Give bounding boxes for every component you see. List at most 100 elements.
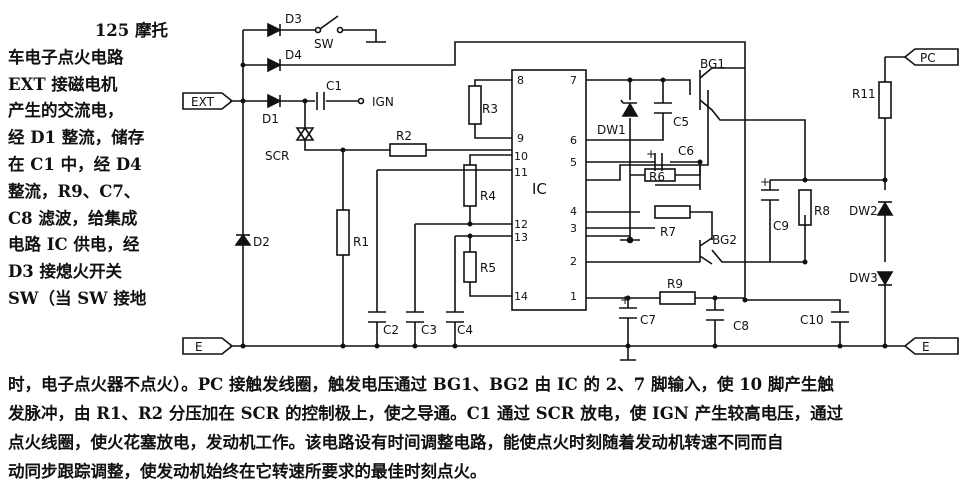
r7-label: R7	[660, 225, 676, 239]
e-right-terminal: E	[903, 337, 959, 355]
circuit-schematic: EXT E E PC D3 SW D4 D1 C1 IGN SCR	[182, 12, 959, 361]
c1-label: C1	[326, 79, 342, 93]
ext-terminal: EXT	[182, 92, 234, 110]
pin-6: 6	[570, 134, 577, 147]
side-line: C8 滤波，给集成	[8, 208, 138, 228]
capacitor-c5: C5	[654, 102, 689, 129]
pin-5: 5	[570, 156, 577, 169]
resistor-r3: R3	[468, 85, 498, 125]
side-line: 整流，R9、C7、	[8, 181, 141, 201]
r9-label: R9	[667, 277, 683, 291]
pin-7: 7	[570, 74, 577, 87]
side-line: SW（当 SW 接地	[8, 288, 147, 308]
resistor-r4: R4	[463, 164, 496, 207]
pc-label: PC	[920, 51, 936, 65]
e-right-label: E	[922, 340, 930, 354]
resistor-r8: R8	[798, 189, 830, 226]
r6-label: R6	[649, 170, 665, 184]
resistor-r7: R7	[654, 205, 691, 239]
r11-label: R11	[852, 87, 876, 101]
capacitor-c6: + C6	[646, 144, 694, 171]
c6-plus: +	[646, 147, 656, 161]
bg2-label: BG2	[712, 233, 737, 247]
capacitor-c8: C8	[706, 309, 749, 333]
pin-14: 14	[514, 290, 528, 303]
r3-label: R3	[482, 102, 498, 116]
capacitor-c9: + C9	[760, 175, 789, 233]
ground-junction-c5	[620, 236, 640, 244]
resistor-r6: R6	[644, 168, 676, 184]
ext-label: EXT	[191, 95, 215, 109]
pc-terminal: PC	[903, 48, 959, 66]
c10-label: C10	[800, 313, 824, 327]
sw-label: SW	[314, 37, 334, 51]
dw1-label: DW1	[597, 123, 626, 137]
bottom-line: 时，电子点火器不点火）。PC 接触发线圈，触发电压通过 BG1、BG2 由 IC…	[8, 375, 834, 394]
r8-label: R8	[814, 204, 830, 218]
diode-d1: D1	[262, 93, 282, 126]
ign-label: IGN	[372, 95, 394, 109]
side-line: 车电子点火电路	[8, 47, 124, 67]
d1-label: D1	[262, 112, 279, 126]
c8-label: C8	[733, 319, 749, 333]
resistor-r11: R11	[852, 81, 892, 119]
pin-12: 12	[514, 218, 528, 231]
scr-label: SCR	[265, 149, 289, 163]
capacitor-c10: C10	[800, 311, 849, 327]
c9-label: C9	[773, 219, 789, 233]
side-line: 经 D1 整流，储存	[8, 128, 145, 148]
pin-9: 9	[517, 132, 524, 145]
resistor-r5: R5	[463, 251, 496, 283]
zener-dw2: DW2	[849, 201, 894, 218]
diode-d4: D4	[267, 48, 302, 73]
side-paragraph: 125 摩托 车电子点火电路 EXT 接磁电机 产生的交流电， 经 D1 整流，…	[8, 18, 168, 313]
pin-10: 10	[514, 150, 528, 163]
c3-label: C3	[421, 323, 437, 337]
capacitor-c7: + C7	[619, 293, 656, 361]
junction-dots	[240, 62, 888, 349]
pin-1: 1	[570, 290, 577, 303]
capacitor-c2: C2	[368, 311, 399, 337]
switch-sw: SW	[314, 15, 386, 51]
c7-label: C7	[640, 313, 656, 327]
bottom-paragraph: 时，电子点火器不点火）。PC 接触发线圈，触发电压通过 BG1、BG2 由 IC…	[8, 370, 968, 486]
side-line: 产生的交流电，	[8, 101, 124, 121]
ic-label: IC	[532, 180, 547, 198]
c5-label: C5	[673, 115, 689, 129]
pin-2: 2	[570, 255, 577, 268]
dw2-label: DW2	[849, 204, 878, 218]
transistor-bg2: BG2	[699, 233, 737, 265]
r4-label: R4	[480, 189, 496, 203]
diode-d3: D3	[267, 12, 302, 38]
bottom-line: 发脉冲，由 R1、R2 分压加在 SCR 的控制极上，使之导通。C1 通过 SC…	[8, 404, 844, 423]
wires	[230, 29, 905, 347]
c6-label: C6	[678, 144, 694, 158]
capacitor-c1: C1 IGN	[316, 79, 394, 110]
c2-label: C2	[383, 323, 399, 337]
capacitor-c4: C4	[446, 311, 473, 337]
c4-label: C4	[457, 323, 473, 337]
bottom-line: 点火线圈，使火花塞放电，发动机工作。该电路设有时间调整电路，能使点火时刻随着发动…	[8, 433, 784, 452]
d4-label: D4	[285, 48, 302, 62]
r2-label: R2	[396, 129, 412, 143]
scr: SCR	[265, 126, 315, 163]
d2-label: D2	[253, 235, 270, 249]
transistor-bg1: BG1	[699, 57, 725, 110]
zener-dw1: DW1	[597, 99, 639, 137]
side-line: 电路 IC 供电，经	[8, 235, 140, 255]
e-left-terminal: E	[182, 337, 234, 355]
e-left-label: E	[195, 340, 203, 354]
diode-d2: D2	[234, 233, 270, 249]
pin-3: 3	[570, 222, 577, 235]
bg1-label: BG1	[700, 57, 725, 71]
c9-plus: +	[760, 175, 770, 189]
resistor-r1: R1	[336, 209, 369, 256]
side-line: D3 接熄火开关	[8, 262, 123, 282]
pin-8: 8	[517, 74, 524, 87]
side-line: 125 摩托	[94, 21, 168, 40]
pin-11: 11	[514, 166, 528, 179]
zener-dw3: DW3	[849, 271, 894, 286]
side-line: 在 C1 中，经 D4	[8, 154, 142, 174]
d3-label: D3	[285, 12, 302, 26]
pin-13: 13	[514, 231, 528, 244]
